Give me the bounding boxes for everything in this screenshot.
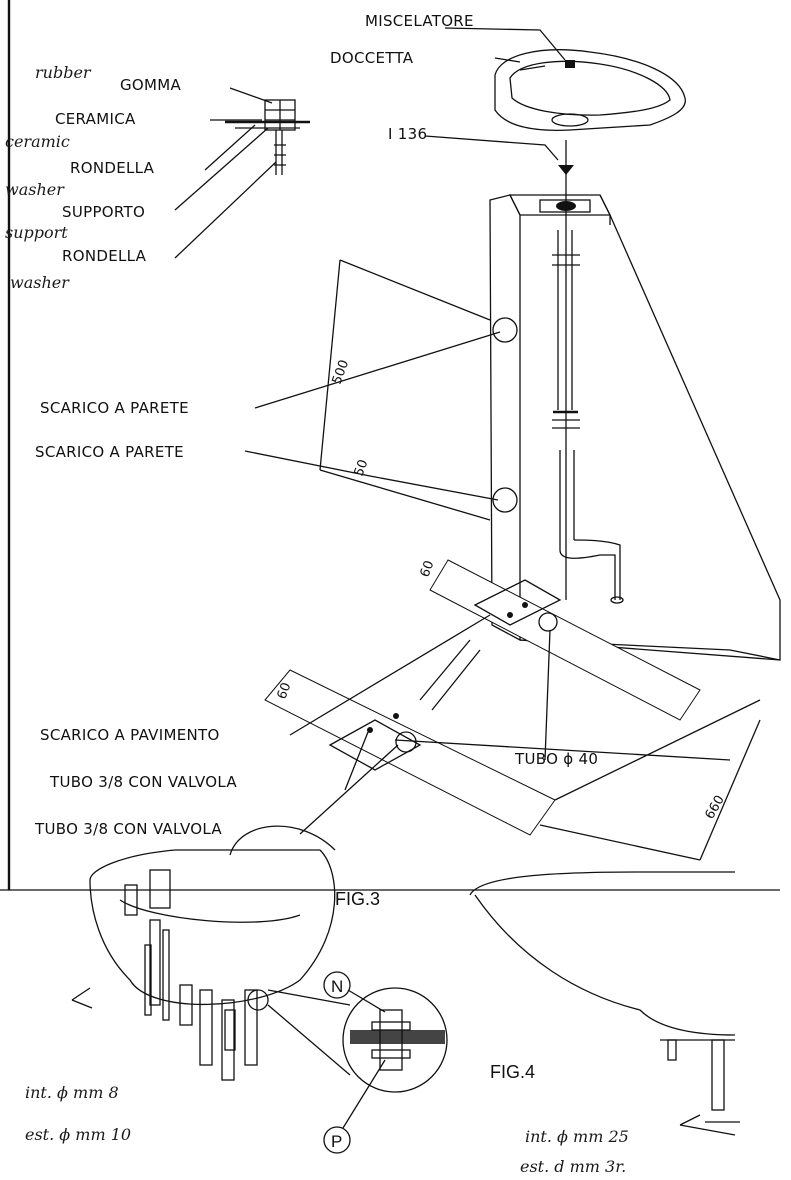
label-supporto: SUPPORTO [62,203,145,221]
figure-3 [71,825,448,1154]
figure-4 [469,871,740,1136]
handwritten-washer-2: washer [10,273,70,292]
handwritten-support: support [5,223,68,242]
dimension-60-lower: 60 [275,681,295,702]
label-ceramica: CERAMICA [55,110,136,128]
label-tubo-valvola-1: TUBO 3/8 CON VALVOLA [49,773,237,791]
basin-column [489,140,781,661]
fig4-inner-diameter: int. ϕ mm 25 [525,1127,629,1146]
label-gomma: GOMMA [120,76,182,94]
fig3-inner-diameter: int. ϕ mm 8 [25,1083,119,1102]
wash-basin [494,49,686,131]
leader-lines [174,27,566,835]
dimension-500: 500 [330,358,353,386]
handwritten-ceramic: ceramic [5,132,70,151]
label-part-number: I 136 [388,125,427,143]
dimension-50: 50 [352,458,372,479]
fig3-outer-diameter: est. ϕ mm 10 [25,1125,131,1144]
label-miscelatore: MISCELATORE [365,12,474,30]
floor-drain-plate-lower [264,669,556,836]
label-tubo-40: TUBO ϕ 40 [514,750,598,768]
marker-p: P [331,1132,342,1151]
fig4-outer-diameter: est. d mm 3r. [520,1157,626,1176]
floor-drain-plate-upper [429,559,701,721]
dimension-660: 660 [702,793,727,822]
label-rondella-2: RONDELLA [62,247,147,265]
wall-plane [319,259,491,521]
dimension-60-upper: 60 [418,559,438,580]
fig3-caption: FIG.3 [335,889,380,909]
marker-n: N [331,977,343,996]
label-scarico-pavimento: SCARICO A PAVIMENTO [40,726,220,744]
label-tubo-valvola-2: TUBO 3/8 CON VALVOLA [34,820,222,838]
label-rondella-1: RONDELLA [70,159,155,177]
mixer-hardware-detail [225,99,310,175]
label-scarico-parete-1: SCARICO A PARETE [40,399,189,417]
handwritten-rubber: rubber [35,63,92,82]
connecting-pipe [419,639,471,701]
fig4-caption: FIG.4 [490,1062,535,1082]
handwritten-washer-1: washer [5,180,65,199]
label-doccetta: DOCCETTA [330,49,414,67]
label-scarico-parete-2: SCARICO A PARETE [35,443,184,461]
floor-outline [394,699,761,801]
